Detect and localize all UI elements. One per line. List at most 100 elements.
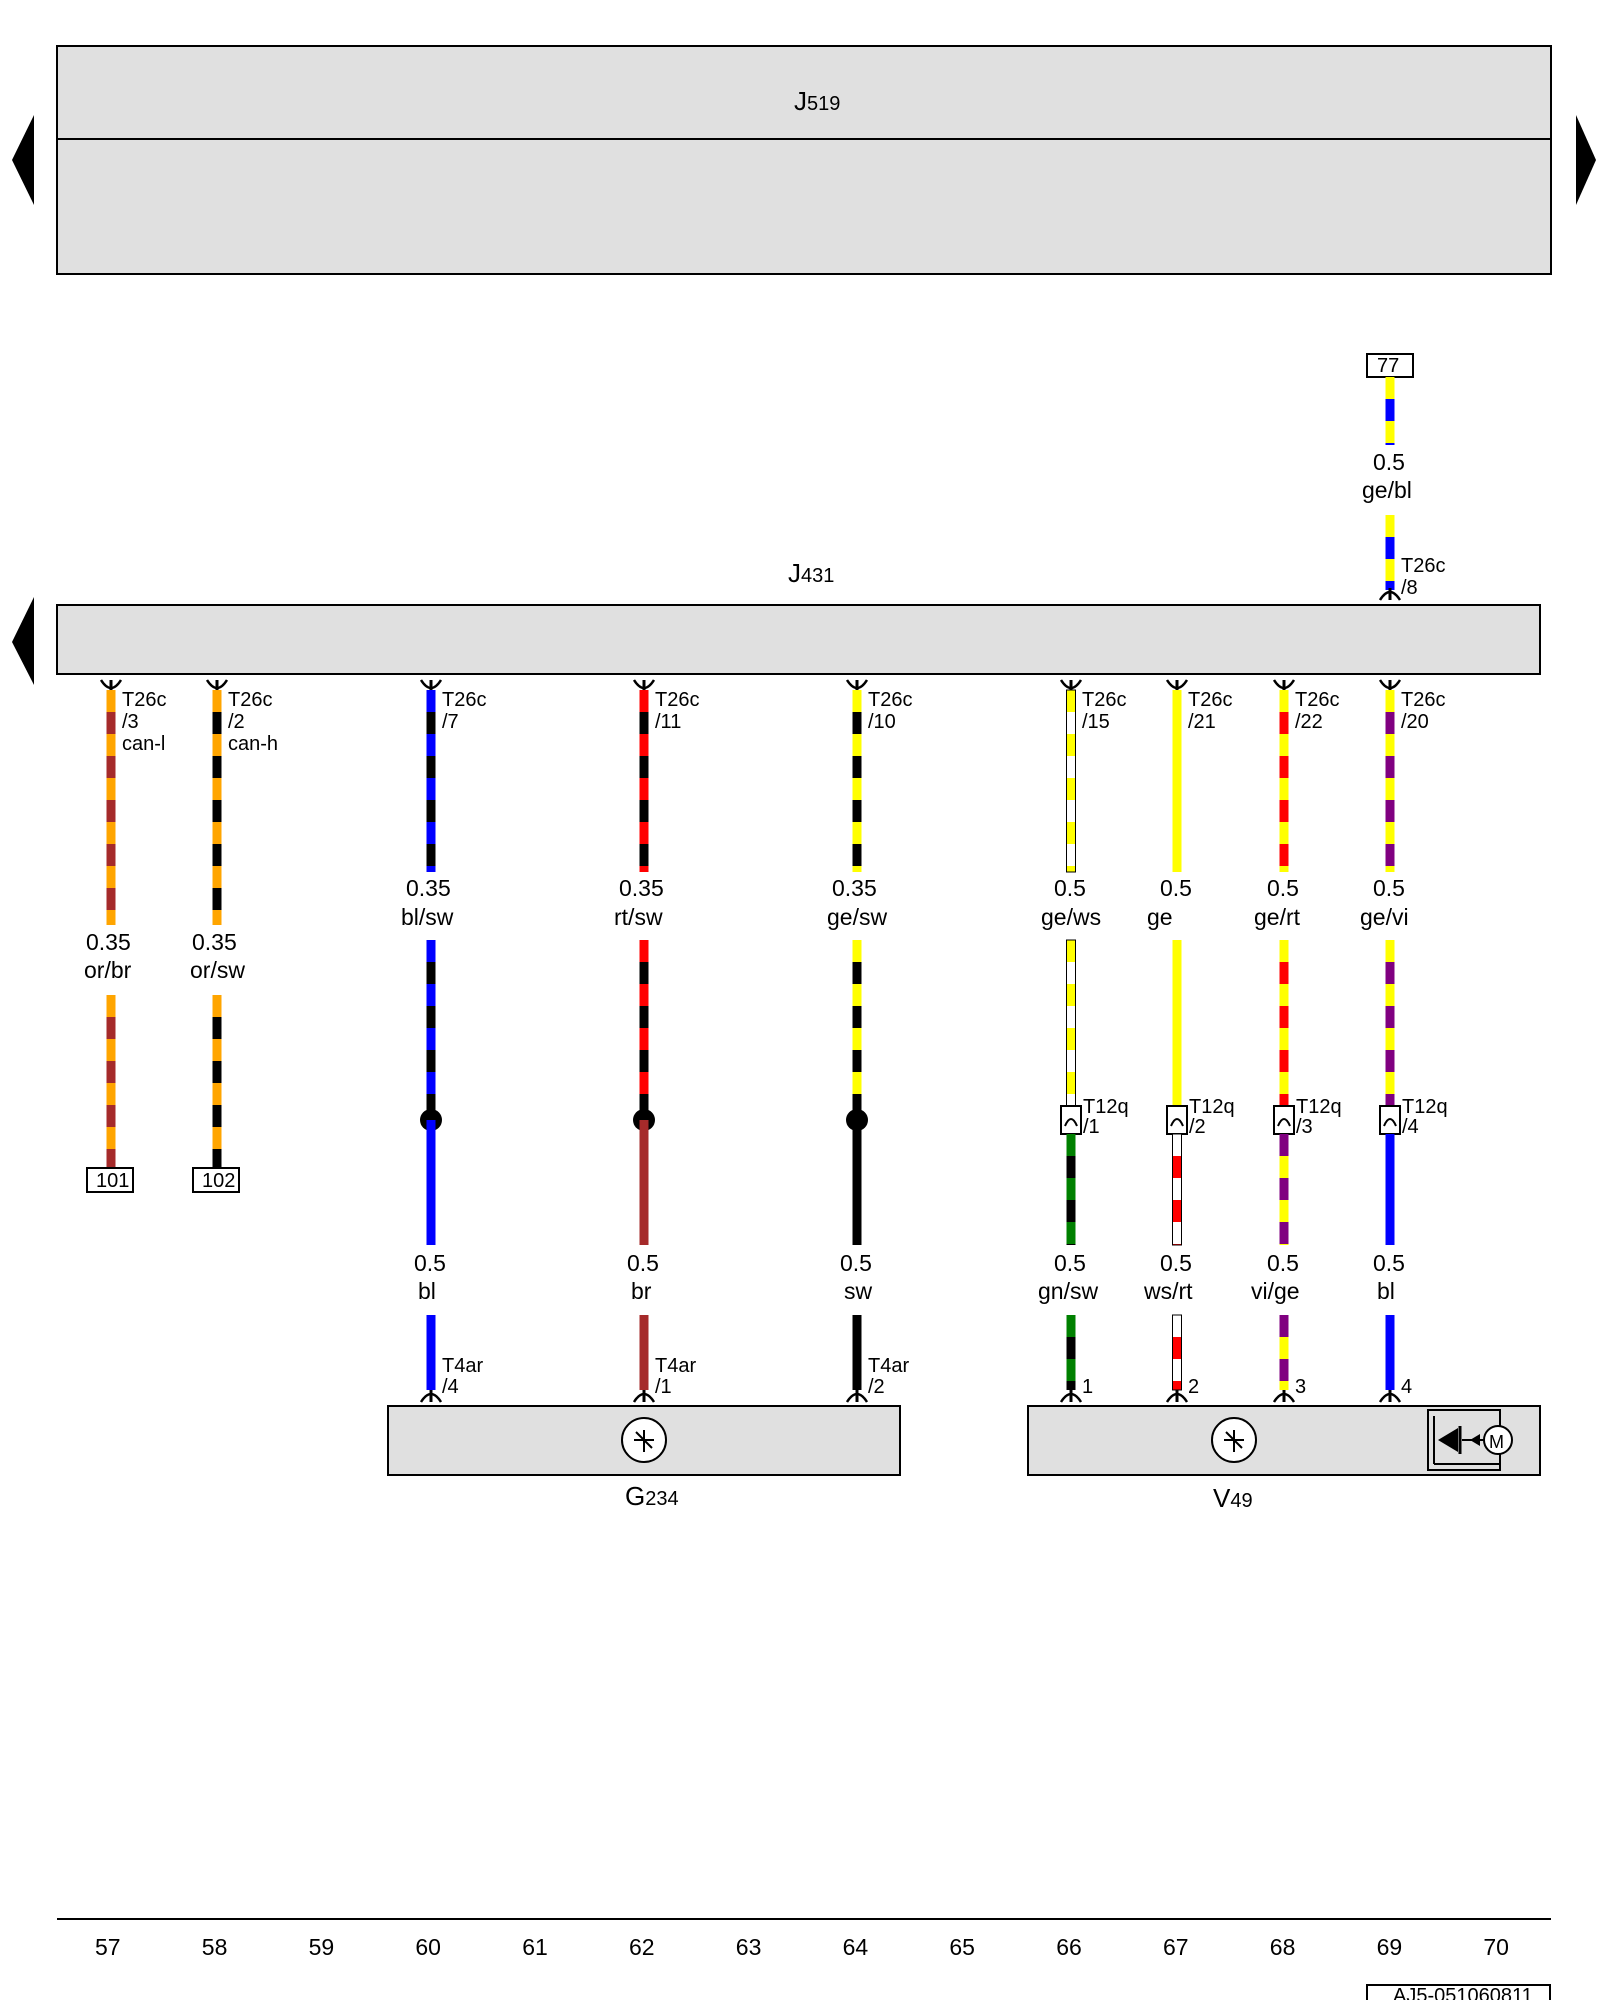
wire-bl-upper-seg [426, 690, 436, 712]
wire-rt-mid-seg [639, 1006, 649, 1028]
wire-gews-lower-seg [1066, 1244, 1076, 1245]
wire-gert-lower-size: 0.5 [1267, 1250, 1299, 1276]
column-number: 67 [1163, 1934, 1189, 1960]
wire-bl-upper-seg [426, 822, 436, 844]
wire-gert-upper-seg [1279, 756, 1289, 778]
module-j431-arrow-icon[interactable] [12, 597, 34, 685]
wire-gert-upper [1279, 690, 1289, 872]
wire-gews-lower-seg [1066, 1178, 1076, 1200]
wire-gege-upper-seg [1172, 866, 1182, 872]
wire-ge-color: ge/sw [827, 904, 887, 930]
wire-101-note: can-l [122, 733, 165, 755]
wire-gevi-lower [1385, 1134, 1395, 1245]
wire-ge-upper-seg [852, 712, 862, 734]
wire-top-feed-upper-seg [1385, 377, 1395, 399]
wire-ge-tail-seg [852, 1337, 862, 1359]
wire-gews-lower-seg [1066, 1134, 1076, 1156]
wire-101-size: 0.35 [86, 929, 131, 955]
wire-gege-pin-label: /21 [1188, 711, 1216, 733]
column-number: 59 [309, 1934, 335, 1960]
wire-rt-upper-seg [639, 800, 649, 822]
wire-gege-lower-size: 0.5 [1160, 1250, 1192, 1276]
wire-gert-mid-seg [1279, 1028, 1289, 1050]
wire-bl-mid-seg [426, 1006, 436, 1028]
wire-rt-lower-seg [639, 1208, 649, 1230]
wire-ge-mid-seg [852, 1006, 862, 1028]
wire-rt-mid-seg [639, 1050, 649, 1072]
wire-bl-mid [426, 940, 436, 1120]
wire-rt-upper-seg [639, 690, 649, 712]
wire-gert-lower-seg [1279, 1178, 1289, 1200]
wire-rt-mid-seg [639, 1094, 649, 1116]
wire-gert-upper-seg [1279, 712, 1289, 734]
wire-rt-upper-seg [639, 756, 649, 778]
wire-102-pin-label: /2 [228, 711, 245, 733]
wire-gege-tail-seg [1172, 1337, 1182, 1359]
wire-rt-upper-seg [639, 844, 649, 866]
wire-ge-upper-seg [852, 690, 862, 712]
wire-gege-mid-seg [1172, 1050, 1182, 1072]
wire-gevi-upper-seg [1385, 756, 1395, 778]
wire-bl-upper [426, 690, 436, 872]
wire-gews-upper-outline [1066, 689, 1076, 873]
wire-gevi-mid-seg [1385, 940, 1395, 962]
wire-102-lower-seg [212, 1039, 222, 1061]
wire-101-lower-seg [106, 1039, 116, 1061]
wire-gews-color: ge/ws [1041, 904, 1101, 930]
wire-gege-tail [1172, 1314, 1182, 1391]
wire-gevi-tail-seg [1385, 1359, 1395, 1381]
wire-gege-conn-label: T26c [1188, 689, 1232, 711]
page-prev-arrow-icon[interactable] [12, 115, 34, 205]
wire-gert-lower-seg [1279, 1156, 1289, 1178]
wire-102-lower-seg [212, 1083, 222, 1105]
wire-bl-size: 0.35 [406, 875, 451, 901]
wire-101-lower [106, 995, 116, 1168]
wire-101-upper-seg [106, 844, 116, 866]
wire-gevi-upper-seg [1385, 734, 1395, 756]
wire-gews-mid-seg [1066, 984, 1076, 1006]
wire-101-upper-seg [106, 690, 116, 712]
wire-ge-upper-seg [852, 866, 862, 872]
wire-rt-tail [639, 1315, 649, 1390]
wire-rt-mid-seg [639, 1072, 649, 1094]
wire-ge-tail [852, 1315, 862, 1390]
wire-gevi-mid-seg [1385, 1006, 1395, 1028]
wire-rt-tail-seg [639, 1359, 649, 1381]
wire-101-lower-seg [106, 1017, 116, 1039]
wire-gews-lower [1066, 1134, 1076, 1245]
wire-102-lower [212, 995, 222, 1168]
wire-102-lower-seg [212, 1127, 222, 1149]
page-next-arrow-icon[interactable] [1576, 115, 1596, 205]
wire-gert-pin-label: /22 [1295, 711, 1323, 733]
wire-gege-upper-seg [1172, 734, 1182, 756]
wire-101-lower-seg [106, 1127, 116, 1149]
wire-bl-upper-seg [426, 844, 436, 866]
wire-bl-color: bl/sw [401, 904, 454, 930]
wire-gege-lower-seg [1172, 1178, 1182, 1200]
wire-102-upper-seg [212, 778, 222, 800]
wire-bl-tail-seg [426, 1359, 436, 1381]
wire-gevi-tail-seg [1385, 1337, 1395, 1359]
wire-rt-bottom-pin-label: /1 [655, 1376, 672, 1398]
wire-gevi-tail-seg [1385, 1381, 1395, 1390]
wire-rt-mid [639, 940, 649, 1120]
wire-gege-color: ge [1147, 904, 1173, 930]
wire-rt-upper-seg [639, 712, 649, 734]
wire-bl-lower-seg [426, 1142, 436, 1164]
top-feed-color: ge/bl [1362, 477, 1412, 503]
wire-top-feed-upper-seg [1385, 421, 1395, 443]
wire-gert-mid [1279, 940, 1289, 1120]
wire-gevi-upper-seg [1385, 778, 1395, 800]
wire-101-upper-seg [106, 712, 116, 734]
wire-rt-lower-seg [639, 1186, 649, 1208]
wire-gert-lower [1279, 1134, 1289, 1245]
wire-101-upper-seg [106, 888, 116, 910]
wire-ge-upper-seg [852, 800, 862, 822]
wire-gevi-mid-conn: T12q [1402, 1096, 1448, 1118]
wire-rt-upper-seg [639, 866, 649, 872]
wire-bl-lower-seg [426, 1164, 436, 1186]
wire-gevi-lower-seg [1385, 1244, 1395, 1245]
wire-gews-upper-seg [1066, 690, 1076, 712]
